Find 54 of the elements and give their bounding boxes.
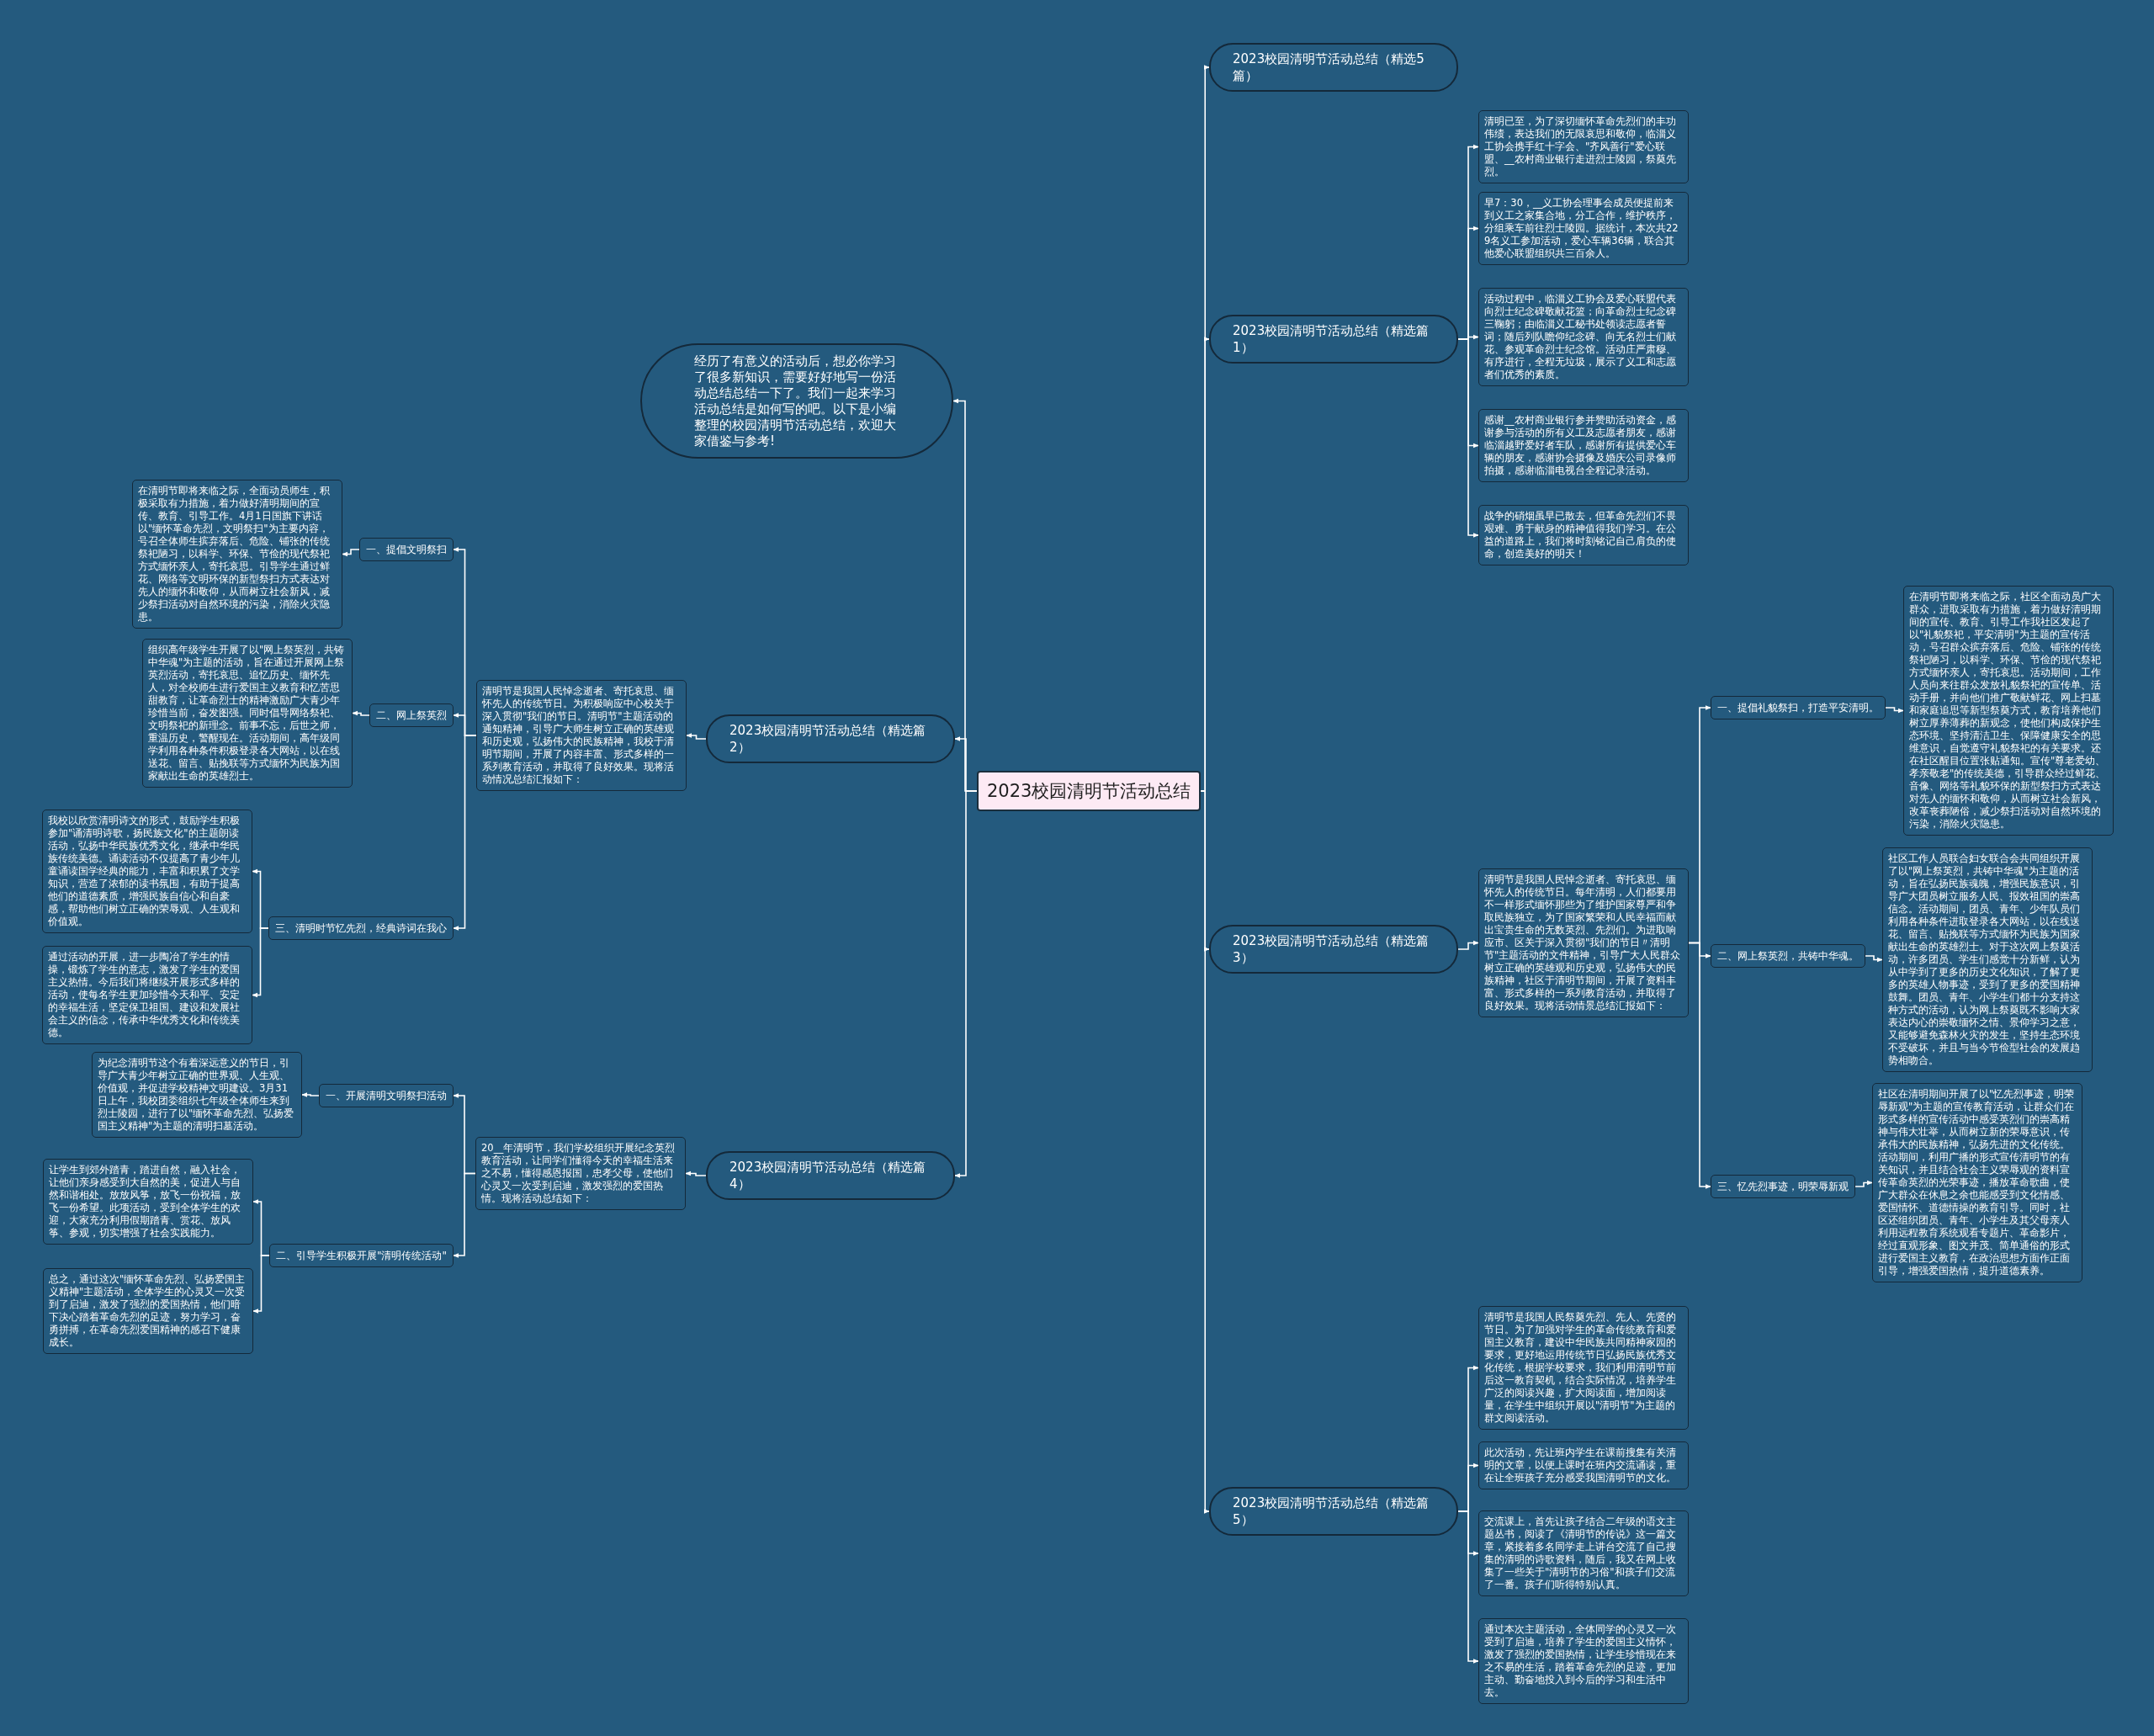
connector — [352, 710, 370, 716]
connector — [1457, 1510, 1479, 1664]
connector — [686, 733, 707, 740]
topic-pill: 2023校园清明节活动总结（精选篇4） — [706, 1151, 955, 1200]
central-topic: 2023校园清明节活动总结 — [977, 771, 1202, 811]
text-card: 清明节是我国人民悼念逝者、寄托哀思、缅怀先人的传统节日。为积极响应中心校关于深入贯彻"我们的节日。清明节"主题活动的通知精神，引导广大师生树立正确的英雄观和历史观，弘扬伟大的民族精神，我校于清明节期间，开展了内容丰富、形式多样的一系列教育活动，并取得了良好效果。现将活动情况总结汇报如下： — [476, 680, 687, 791]
connector — [453, 1172, 476, 1258]
subtopic-box: 三、清明时节忆先烈，经典诗词在我心 — [268, 916, 454, 940]
connector — [954, 790, 978, 1178]
topic-pill: 2023校园清明节活动总结（精选5篇） — [1209, 43, 1458, 92]
subtopic-box: 二、引导学生积极开展"清明传统活动" — [268, 1244, 454, 1267]
text-card: 活动过程中，临淄义工协会及爱心联盟代表向烈士纪念碑敬献花篮；向革命烈士纪念碑三鞠躬；由临淄义工秘书处领读志愿者誓词；随后列队瞻仰纪念碑、向无名烈士们献花、参观革命烈士纪念馆。活动庄严肃穆、有序进行，全程无垃圾，展示了义工和志愿者们优秀的素质。 — [1478, 288, 1689, 386]
subtopic-box: 一、提倡文明祭扫 — [359, 538, 454, 561]
connector — [252, 1255, 270, 1314]
text-card: 在清明节即将来临之际，社区全面动员广大群众，进取采取有力措施，着力做好清明期间的宣传、教育、引导工作我社区发起了以"礼貌祭祀，平安清明"为主题的宣传活动，号召群众摈弃落后、危险、铺张的传统祭祀陋习，以科学、环保、节俭的现代祭祀方式缅怀亲人，寄托哀思。活动期间，工作人员向来往群众发放礼貌祭祀的宣传单、活动手册，并向他们推广敬献鲜花、网上扫墓和家庭追思等新型祭奠方式，教育培养他们树立厚养薄葬的新观念，使他们构成保护生态环境、坚持清洁卫生、保障健康安全的思维意识，自觉遵守礼貌祭祀的有关要求。还在社区醒目位置张贴通知。宣传"尊老爱幼、孝亲敬老"的传统美德，引导群众经过鲜花、音像、网络等礼貌环保的新型祭扫方式表达对先人的缅怀和敬仰，从而树立社会新风，改革丧葬陋俗，减少祭扫活动对自然环境的污染，消除火灾隐患。 — [1903, 586, 2114, 836]
text-card: 总之，通过这次"缅怀革命先烈、弘扬爱国主义精神"主题活动，全体学生的心灵又一次受到了启迪，激发了强烈的爱国热情，他们暗下决心踏着革命先烈的足迹，努力学习，奋勇拼搏，在革命先烈爱国精神的感召下健康成长。 — [43, 1268, 253, 1354]
subtopic-box: 一、提倡礼貌祭扫，打造平安清明。 — [1711, 696, 1886, 719]
text-card: 清明已至，为了深切缅怀革命先烈们的丰功伟绩，表达我们的无限哀思和敬仰，临淄义工协会携手红十字会、"齐风善行"爱心联盟、__农村商业银行走进烈士陵园，祭奠先烈。 — [1478, 110, 1689, 183]
text-card: 社区在清明期间开展了以"忆先烈事迹，明荣辱新观"为主题的宣传教育活动，让群众们在形式多样的宣传活动中感受英烈们的崇高精神与伟大壮举，从而树立新的荣辱意识，传承伟大的民族精神，弘扬先进的文化传统。活动期间，利用广播的形式宣传清明节的有关知识，并且结合社会主义荣辱观的资料宣传革命英烈的光荣事迹，播放革命歌曲，使广大群众在休息之余也能感受到文化情感、爱国情怀、道德情操的教育引导。同时，社区还组织团员、青年、小学生及其父母亲人利用远程教育系统观看专题片、革命影片，经过直观形象、图文并茂、简单通俗的形式进行爱国主义教育，在政治思想方面作正面引导，增强爱国热情，提升道德素养。 — [1872, 1083, 2082, 1282]
text-card: 通过活动的开展，进一步陶冶了学生的情操，锻炼了学生的意志，激发了学生的爱国主义热情。今后我们将继续开展形式多样的活动，使每名学生更加珍惜今天和平、安定的幸福生活，坚定保卫祖国、建设和发展社会主义的信念，传承中华优秀文化和传统美德。 — [42, 946, 252, 1044]
text-card: 此次活动，先让班内学生在课前搜集有关清明的文章，以便上课时在班内交流诵读，重在让全班孩子充分感受我国清明节的文化。 — [1478, 1441, 1689, 1489]
text-card: 让学生到郊外踏青，踏进自然，融入社会，让他们亲身感受到大自然的美，促进人与自然和谐相处。放放风筝，放飞一份祝福，放飞一份希望。此项活动，受到全体学生的欢迎，大家充分利用假期踏青、赏花、放风筝、参观，切实增强了社会实践能力。 — [43, 1159, 253, 1245]
connector — [685, 1171, 707, 1176]
text-card: 组织高年级学生开展了以"网上祭英烈，共铸中华魂"为主题的活动，旨在通过开展网上祭英烈活动，寄托哀思、追忆历史、缅怀先人，对全校师生进行爱国主义教育和忆苦思甜教育，让革命烈士的精神激励广大青少年珍惜当前，奋发图强。同时倡导网络祭祀、文明祭祀的新理念。前事不忘，后世之师，重温历史，警醒现在。活动期间，高年级同学利用各种条件积极登录各大网站，以在线送花、留言、贴挽联等方式缅怀为民族为国家献出生命的英雄烈士。 — [142, 639, 353, 788]
text-card: 战争的硝烟虽早已散去，但革命先烈们不畏艰难、勇于献身的精神值得我们学习。在公益的道路上，我们将时刻铭记自己肩负的使命，创造美好的明天！ — [1478, 505, 1689, 565]
topic-pill: 2023校园清明节活动总结（精选篇3） — [1209, 925, 1458, 974]
text-card: 为纪念清明节这个有着深远意义的节日，引导广大青少年树立正确的世界观、人生观、价值观，并促进学校精神文明建设。3月31日上午，我校团委组织七年级全体师生来到烈士陵园，进行了以"缅怀革命先烈、弘扬爱国主义精神"为主题的清明扫墓活动。 — [92, 1052, 302, 1138]
topic-pill: 2023校园清明节活动总结（精选篇2） — [706, 714, 955, 763]
text-card: 通过本次主题活动，全体同学的心灵又一次受到了启迪，培养了学生的爱国主义情怀，激发了强烈的爱国热情，让学生珍惜现在来之不易的生活，踏着革命先烈的足迹，更加主动、勤奋地投入到今后的学习和生活中去。 — [1478, 1618, 1689, 1704]
subtopic-box: 二、网上祭英烈，共铸中华魂。 — [1711, 944, 1865, 968]
topic-pill: 2023校园清明节活动总结（精选篇1） — [1209, 315, 1458, 364]
text-card: 20__年清明节，我们学校组织开展纪念英烈教育活动，让同学们懂得今天的幸福生活来之不易，懂得感恩报国，忠孝父母，使他们心灵又一次受到启迪，激发强烈的爱国热情。现将活动总结如下： — [475, 1137, 686, 1210]
connector — [453, 735, 477, 931]
subtopic-box: 二、网上祭英烈 — [369, 703, 454, 727]
connector — [342, 549, 360, 557]
connector — [1457, 940, 1479, 950]
connector — [1865, 955, 1883, 963]
connector — [1457, 338, 1479, 538]
subtopic-box: 三、忆先烈事迹，明荣辱新观 — [1711, 1175, 1855, 1198]
text-card: 社区工作人员联合妇女联合会共同组织开展了以"网上祭英烈，共铸中华魂"为主题的活动，旨在弘扬民族魂魄，增强民族意识，引导广大团员树立服务人民、报效祖国的崇高信念。活动期间，团员、青年、少年队员们利用各种条件进取登录各大网站，以在线送花、留言、贴挽联等方式缅怀为民族为国家献出生命的英雄烈士。对于这次网上祭奠活动，许多团员、学生们感觉十分新鲜，认为从中学到了更多的历史文化知识，了解了更多的英雄人物事迹，受到了更多的爱国精神鼓舞。团员、青年、小学生们都十分支持这种方式的活动，认为网上祭奠既不影响大家表达内心的崇敬缅怀之情、景仰学习之意，又能够避免森林火灾的发生，坚持生态环境不受破坏，并且与当今节俭型社会的发展趋势相吻合。 — [1882, 847, 2093, 1072]
connector — [1885, 707, 1904, 714]
text-card: 清明节是我国人民祭奠先烈、先人、先贤的节日。为了加强对学生的革命传统教育和爱国主义教育，建设中华民族共同精神家园的要求，更好地运用传统节日弘扬民族优秀文化传统，根据学校要求，我们利用清明节前后这一教育契机，结合实际情况，培养学生广泛的阅读兴趣，扩大阅读面，增加阅读量，在学生中组织开展以"清明节"为主题的群文阅读活动。 — [1478, 1306, 1689, 1430]
connector — [252, 927, 269, 998]
text-card: 清明节是我国人民悼念逝者、寄托哀思、缅怀先人的传统节日。每年清明，人们都要用不一样形式缅怀那些为了维护国家尊严和争取民族独立，为了国家繁荣和人民幸福而献出宝贵生命的无数英烈、先烈们。为进取响应市、区关于深入贯彻"我们的节日〃清明节"主题活动的文件精神，引导广大人民群众树立正确的英雄观和历史观，弘扬伟大的民族精神，社区于清明节期间，开展了资料丰富、形式多样的一系列教育活动，并取得了良好效果。现将活动情景总结汇报如下： — [1478, 868, 1689, 1017]
text-card: 在清明节即将来临之际，全面动员师生，积极采取有力措施，着力做好清明期间的宣传、教育、引导工作。4月1日国旗下讲话以"缅怀革命先烈，文明祭扫"为主要内容，号召全体师生摈弃落后、危险、铺张的传统祭祀陋习，以科学、环保、节俭的现代祭祀方式缅怀亲人，寄托哀思。引导学生通过鲜花、网络等文明环保的新型祭扫方式表达对先人的缅怀和敬仰，从而树立社会新风，减少祭扫活动对自然环境的污染，消除火灾隐患。 — [132, 480, 342, 629]
subtopic-box: 一、开展清明文明祭扫活动 — [319, 1084, 454, 1107]
text-card: 感谢__农村商业银行参并赞助活动资金，感谢参与活动的所有义工及志愿者朋友，感谢临淄越野爱好者车队，感谢所有提供爱心车辆的朋友，感谢协会摄像及婚庆公司录像师拍摄，感谢临淄电视台全程记录活动。 — [1478, 409, 1689, 482]
connector — [1854, 1180, 1873, 1187]
connector — [301, 1092, 320, 1097]
connector — [1688, 942, 1711, 1189]
text-card: 交流课上，首先让孩子结合二年级的语文主题丛书，阅读了《清明节的传说》这一篇文章，紧接着多名同学走上讲台交流了自己搜集的清明的诗歌资料，随后，我又在网上收集了一些关于"清明节的习俗"和孩子们交流了一番。孩子们听得特别认真。 — [1478, 1510, 1689, 1596]
topic-pill: 2023校园清明节活动总结（精选篇5） — [1209, 1487, 1458, 1536]
text-card: 早7：30，__义工协会理事会成员便提前来到义工之家集合地，分工合作，维护秩序，分组乘车前往烈士陵园。据统计，本次共229名义工参加活动，爱心车辆36辆，联合其他爱心联盟组织共三百余人。 — [1478, 192, 1689, 265]
text-card: 我校以欣赏清明诗文的形式，鼓励学生积极参加"诵清明诗歌，扬民族文化"的主题朗读活动，弘扬中华民族优秀文化，继承中华民族传统美德。诵读活动不仅提高了青少年儿童诵读国学经典的能力，丰富和积累了文学知识，营造了浓郁的读书氛围，有助于提高他们的道德素质，增强民族自信心和自豪感，帮助他们树立正确的荣辱观、人生观和价值观。 — [42, 810, 252, 933]
